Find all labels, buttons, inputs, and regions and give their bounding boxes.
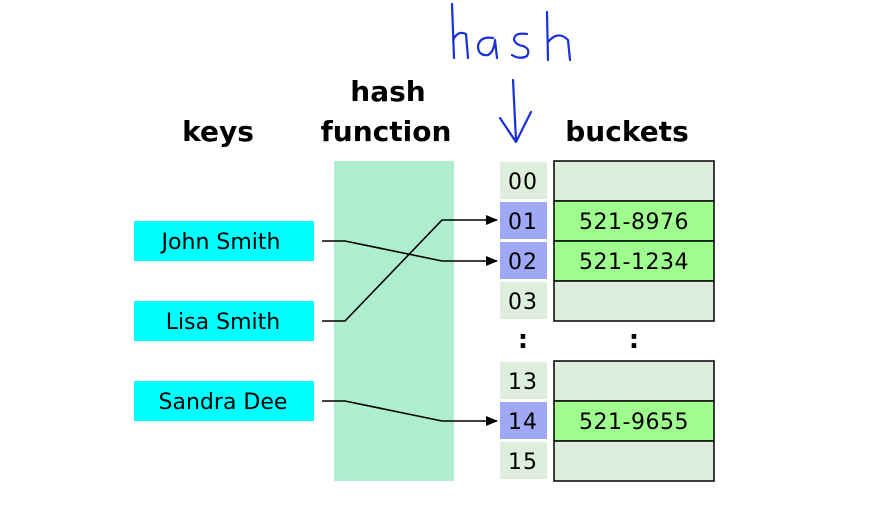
bucket-ellipsis: : xyxy=(629,325,639,355)
hash-function-band xyxy=(334,161,454,481)
handwritten-annotation xyxy=(450,2,572,144)
hash-function-header-line2: function xyxy=(321,115,452,148)
key-label: Sandra Dee xyxy=(159,390,288,415)
handwritten-down-arrow xyxy=(498,78,533,144)
bucket-value: 521-8976 xyxy=(579,210,689,235)
bucket-index-box xyxy=(500,362,547,399)
bucket-cell-empty xyxy=(553,440,715,482)
key-box-sandra-dee[interactable] xyxy=(134,381,314,421)
bucket-cell-empty xyxy=(553,280,715,322)
bucket-index: 02 xyxy=(508,250,538,275)
bucket-index: 13 xyxy=(508,370,538,395)
bucket-index: 03 xyxy=(508,290,538,315)
arrow-lisa-smith-to-01 xyxy=(322,215,498,322)
key-label: Lisa Smith xyxy=(166,310,280,335)
arrow-sandra-dee-to-14 xyxy=(322,400,498,426)
bucket-cell-filled xyxy=(553,240,715,282)
buckets-header: buckets xyxy=(565,115,688,148)
bucket-cell-empty xyxy=(553,160,715,202)
bucket-value: 521-1234 xyxy=(579,250,689,275)
keys-column: John Smith Lisa Smith Sandra Dee xyxy=(134,221,314,421)
key-box-lisa-smith[interactable] xyxy=(134,301,314,341)
bucket-index: 01 xyxy=(508,210,538,235)
bucket-index: 14 xyxy=(508,410,538,435)
key-box-john-smith[interactable] xyxy=(134,221,314,261)
keys-header: keys xyxy=(182,115,254,148)
bucket-index-box xyxy=(500,242,547,279)
arrow-john-smith-to-02 xyxy=(322,240,498,266)
hash-function-header-line1: hash xyxy=(350,75,425,108)
hash-mapping-arrows xyxy=(322,215,498,426)
bucket-cell-empty xyxy=(553,360,715,402)
bucket-cell-filled xyxy=(553,400,715,442)
bucket-cell-filled xyxy=(553,200,715,242)
bucket-index-box xyxy=(500,402,547,439)
bucket-index: 15 xyxy=(508,450,538,475)
bucket-value: 521-9655 xyxy=(579,410,689,435)
bucket-index-box xyxy=(500,202,547,239)
bucket-value-column: 521-8976 521-1234 521-9655 xyxy=(553,160,715,482)
bucket-index-column: 00 01 02 03 13 14 15 xyxy=(500,162,547,479)
bucket-index: 00 xyxy=(508,170,538,195)
bucket-index-box xyxy=(500,442,547,479)
index-ellipsis: : xyxy=(518,325,528,355)
handwritten-hash-word xyxy=(450,2,572,62)
bucket-index-box xyxy=(500,282,547,319)
bucket-index-box xyxy=(500,162,547,199)
key-label: John Smith xyxy=(160,230,281,255)
